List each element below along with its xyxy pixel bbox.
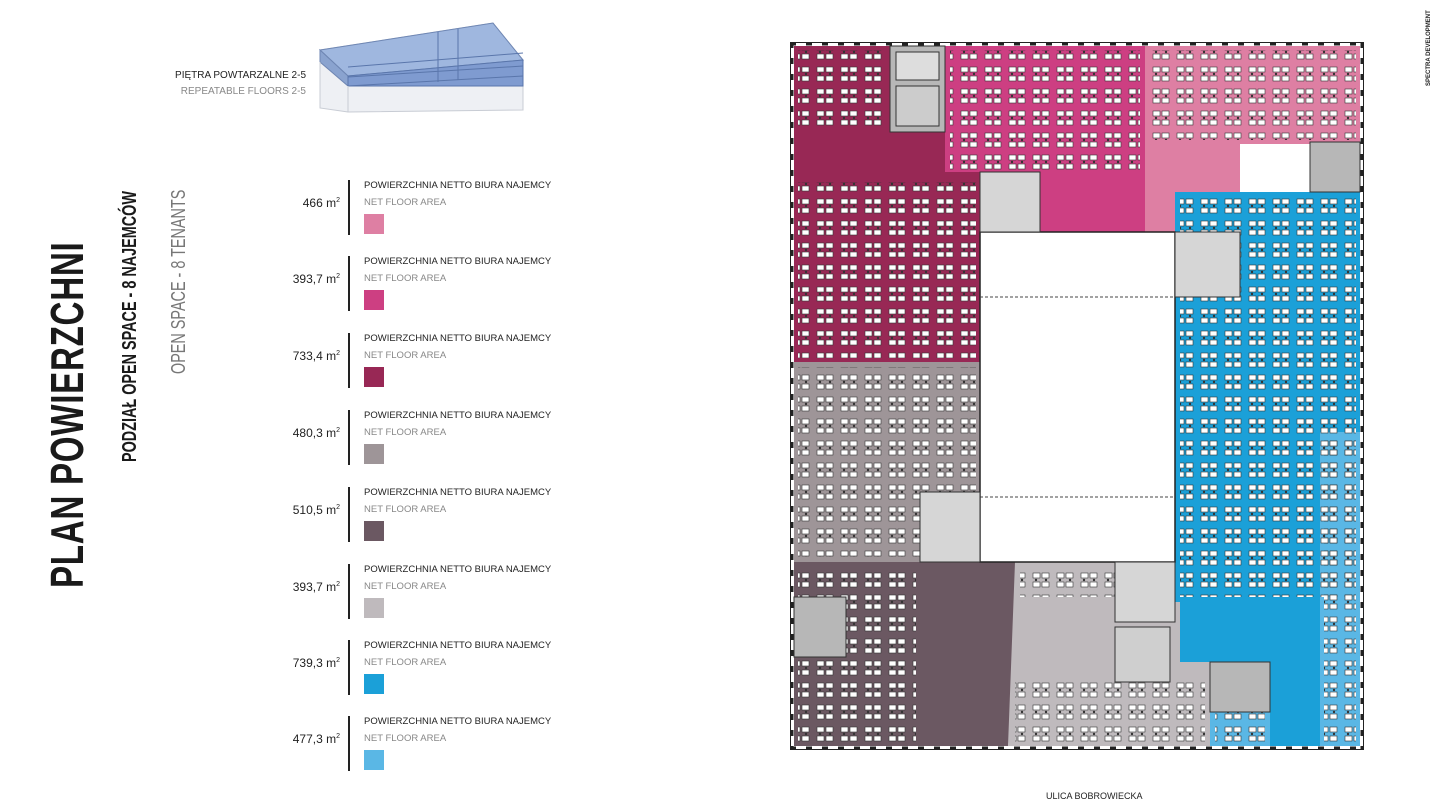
- legend-item: 510,5 m2 POWIERZCHNIA NETTO BIURA NAJEMCY…: [200, 487, 551, 547]
- core-south-mid: [1114, 626, 1171, 683]
- subtitle-pl: PODZIAŁ OPEN SPACE - 8 NAJEMCÓW: [119, 191, 141, 462]
- legend-label-en: NET FLOOR AREA: [364, 657, 447, 668]
- core-courtyard-sw: [919, 491, 981, 563]
- legend-area: 477,3 m2: [292, 732, 340, 746]
- legend-label-en: NET FLOOR AREA: [364, 504, 447, 515]
- legend-divider: [348, 256, 350, 311]
- legend-divider: [348, 640, 350, 695]
- legend-divider: [348, 716, 350, 771]
- core-courtyard-ne: [1174, 231, 1241, 298]
- legend-swatch: [364, 214, 384, 234]
- core-courtyard-nw: [979, 171, 1041, 233]
- legend-item: 739,3 m2 POWIERZCHNIA NETTO BIURA NAJEMCY…: [200, 640, 551, 700]
- legend-label-pl: POWIERZCHNIA NETTO BIURA NAJEMCY: [364, 333, 552, 344]
- legend-area: 510,5 m2: [292, 503, 340, 517]
- legend-label-pl: POWIERZCHNIA NETTO BIURA NAJEMCY: [364, 180, 552, 191]
- core-east: [1309, 141, 1361, 193]
- legend-area: 480,3 m2: [292, 426, 340, 440]
- legend-label-pl: POWIERZCHNIA NETTO BIURA NAJEMCY: [364, 564, 552, 575]
- legend-item: 733,4 m2 POWIERZCHNIA NETTO BIURA NAJEMCY…: [200, 333, 551, 393]
- building-label-en: REPEATABLE FLOORS 2-5: [180, 86, 306, 97]
- legend-divider: [348, 180, 350, 235]
- legend-swatch: [364, 750, 384, 770]
- legend-label-en: NET FLOOR AREA: [364, 733, 447, 744]
- legend-label-pl: POWIERZCHNIA NETTO BIURA NAJEMCY: [364, 410, 552, 421]
- courtyard: [979, 231, 1176, 563]
- legend-label-en: NET FLOOR AREA: [364, 273, 447, 284]
- core-south: [1209, 661, 1271, 713]
- legend-divider: [348, 487, 350, 542]
- floor-plan: [790, 42, 1364, 750]
- legend-area: 466 m2: [302, 196, 340, 210]
- legend-swatch: [364, 521, 384, 541]
- legend-label-pl: POWIERZCHNIA NETTO BIURA NAJEMCY: [364, 716, 552, 727]
- legend-area: 739,3 m2: [292, 656, 340, 670]
- legend-label-en: NET FLOOR AREA: [364, 350, 447, 361]
- legend-swatch: [364, 444, 384, 464]
- legend-label-en: NET FLOOR AREA: [364, 581, 447, 592]
- brand-label: SPECTRA DEVELOPMENT: [1426, 10, 1432, 86]
- legend-area: 733,4 m2: [292, 349, 340, 363]
- legend-divider: [348, 410, 350, 465]
- legend-swatch: [364, 290, 384, 310]
- legend-label-en: NET FLOOR AREA: [364, 427, 447, 438]
- legend-label-pl: POWIERZCHNIA NETTO BIURA NAJEMCY: [364, 640, 552, 651]
- street-label: ULICA BOBROWIECKA: [1046, 791, 1143, 801]
- legend-swatch: [364, 367, 384, 387]
- legend-label-pl: POWIERZCHNIA NETTO BIURA NAJEMCY: [364, 256, 552, 267]
- legend-swatch: [364, 674, 384, 694]
- building-label-pl: PIĘTRA POWTARZALNE 2-5: [175, 70, 306, 81]
- subtitle-en: OPEN SPACE - 8 TENANTS: [168, 189, 190, 374]
- core-west: [793, 596, 847, 658]
- legend-divider: [348, 564, 350, 619]
- legend-label-en: NET FLOOR AREA: [364, 197, 447, 208]
- legend-area: 393,7 m2: [292, 580, 340, 594]
- legend-item: 477,3 m2 POWIERZCHNIA NETTO BIURA NAJEMCY…: [200, 716, 551, 776]
- legend-item: 393,7 m2 POWIERZCHNIA NETTO BIURA NAJEMCY…: [200, 564, 551, 624]
- legend-divider: [348, 333, 350, 388]
- legend-label-pl: POWIERZCHNIA NETTO BIURA NAJEMCY: [364, 487, 552, 498]
- legend-area: 393,7 m2: [292, 272, 340, 286]
- core-courtyard-se: [1114, 561, 1176, 623]
- page-title: PLAN POWIERZCHNI: [41, 241, 93, 588]
- legend-swatch: [364, 598, 384, 618]
- legend-item: 480,3 m2 POWIERZCHNIA NETTO BIURA NAJEMCY…: [200, 410, 551, 470]
- legend-item: 466 m2 POWIERZCHNIA NETTO BIURA NAJEMCY NE…: [200, 180, 551, 240]
- building-floors-icon: [318, 22, 524, 113]
- legend-item: 393,7 m2 POWIERZCHNIA NETTO BIURA NAJEMCY…: [200, 256, 551, 316]
